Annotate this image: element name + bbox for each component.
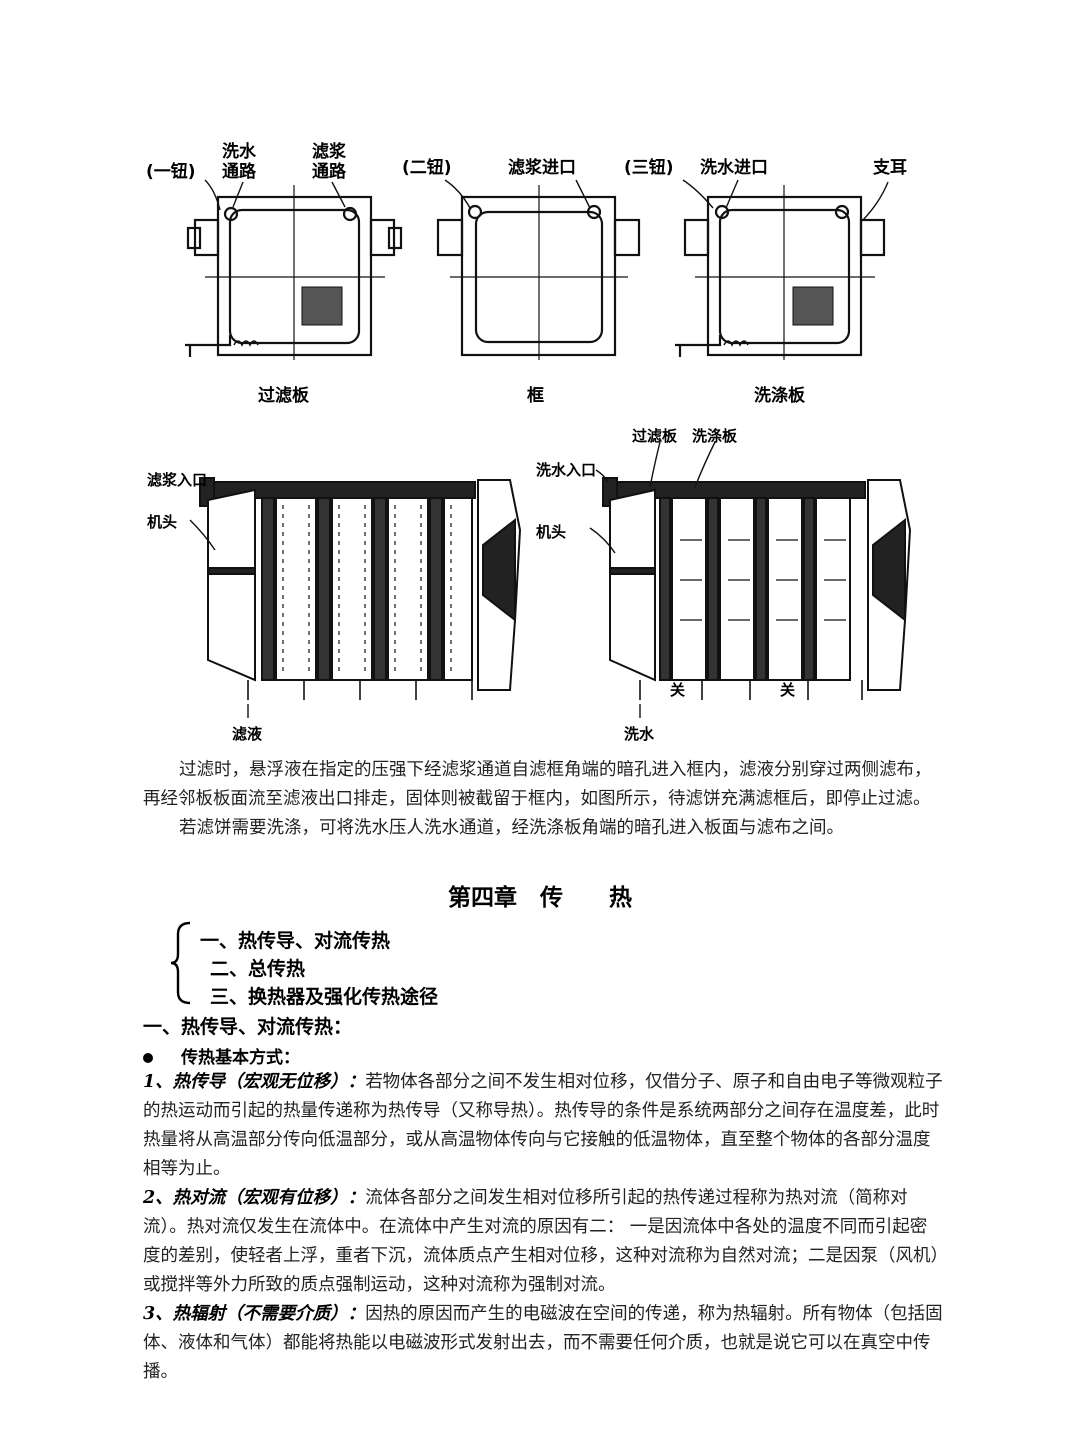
term-radiation: 3、热辐射（不需要介质）：	[143, 1304, 366, 1324]
label-tonglu-2: 通路	[312, 162, 346, 182]
label-guolvban-2: 过滤板	[632, 427, 678, 445]
text-conduction: 若物体各部分之间不发生相对位移，仅借分子、原子和自由电子等微观粒子的热运动而引起…	[143, 1072, 943, 1179]
filter-press-left	[199, 477, 522, 700]
item-conduction: 1、热传导（宏观无位移）：若物体各部分之间不发生相对位移，仅借分子、原子和自由电…	[143, 1068, 943, 1184]
section-heading: 一、热传导、对流传热：	[143, 1016, 353, 1038]
caption-kuang: 框	[527, 386, 544, 406]
label-xishui: 洗水	[222, 142, 256, 162]
item-convection: 2、热对流（宏观有位移）：流体各部分之间发生相对位移所引起的热传递过程称为热对流…	[143, 1184, 943, 1300]
filter-press-diagram	[189, 441, 912, 718]
label-lvjiang-rukou: 滤浆入口	[147, 471, 208, 489]
text-radiation: 因热的原因而产生的电磁波在空间的传递，称为热辐射。所有物体（包括固体、液体和气体…	[143, 1304, 943, 1382]
heat-modes-list: 1、热传导（宏观无位移）：若物体各部分之间不发生相对位移，仅借分子、原子和自由电…	[143, 1068, 943, 1387]
washing-plate-drawing	[675, 185, 886, 360]
filter-press-right	[602, 477, 912, 700]
toc-item-3: 三、换热器及强化传热途径	[210, 986, 439, 1008]
bullet-icon	[143, 1053, 153, 1063]
label-yi-niu: (一钮)	[146, 162, 196, 182]
chapter-title: 第四章 传 热	[448, 885, 632, 911]
caption-xidiban: 洗涤板	[754, 386, 805, 406]
caption-guolvban: 过滤板	[258, 386, 309, 406]
text-convection: 流体各部分之间发生相对位移所引起的热传递过程称为热对流（简称对流）。热对流仅发生…	[143, 1188, 940, 1295]
label-lvjiang-jinkou: 滤浆进口	[508, 158, 576, 178]
filter-plates-diagram	[185, 179, 889, 360]
label-xishui: 洗水	[624, 725, 655, 743]
brace-icon	[170, 921, 191, 1005]
bullet-text: 传热基本方式：	[181, 1048, 300, 1068]
item-radiation: 3、热辐射（不需要介质）：因热的原因而产生的电磁波在空间的传递，称为热辐射。所有…	[143, 1300, 943, 1387]
paragraph-filtration: 过滤时，悬浮液在指定的压强下经滤浆通道自滤框角端的暗孔进入框内，滤液分别穿过两侧…	[143, 756, 943, 843]
frame-drawing	[436, 185, 641, 360]
toc-item-2: 二、总传热	[210, 958, 306, 980]
label-xishui-jinkou: 洗水进口	[700, 158, 768, 178]
label-xidiban-2: 洗涤板	[692, 427, 738, 445]
label-guan-2: 关	[780, 681, 796, 699]
label-xishui-rukou: 洗水入口	[536, 461, 597, 479]
label-jitou-left: 机头	[147, 513, 178, 531]
label-san-niu: (三钮)	[624, 158, 674, 178]
term-conduction: 1、热传导（宏观无位移）：	[143, 1072, 366, 1092]
bullet-row: 传热基本方式：	[143, 1043, 300, 1068]
label-lvye: 滤液	[232, 725, 263, 743]
filter-plate-drawing	[185, 185, 403, 360]
label-lvjiang: 滤浆	[312, 142, 346, 162]
label-er-niu: (二钮)	[402, 158, 452, 178]
label-jitou-right: 机头	[536, 523, 567, 541]
paragraph-2: 若滤饼需要洗涤，可将洗水压人洗水通道，经洗涤板角端的暗孔进入板面与滤布之间。	[179, 818, 844, 838]
label-zhi-er: 支耳	[873, 158, 907, 178]
toc-item-1: 一、热传导、对流传热	[200, 930, 391, 952]
term-convection: 2、热对流（宏观有位移）：	[143, 1188, 366, 1208]
label-guan-1: 关	[670, 681, 686, 699]
label-tonglu-1: 通路	[222, 162, 256, 182]
paragraph-1: 过滤时，悬浮液在指定的压强下经滤浆通道自滤框角端的暗孔进入框内，滤液分别穿过两侧…	[143, 760, 932, 809]
